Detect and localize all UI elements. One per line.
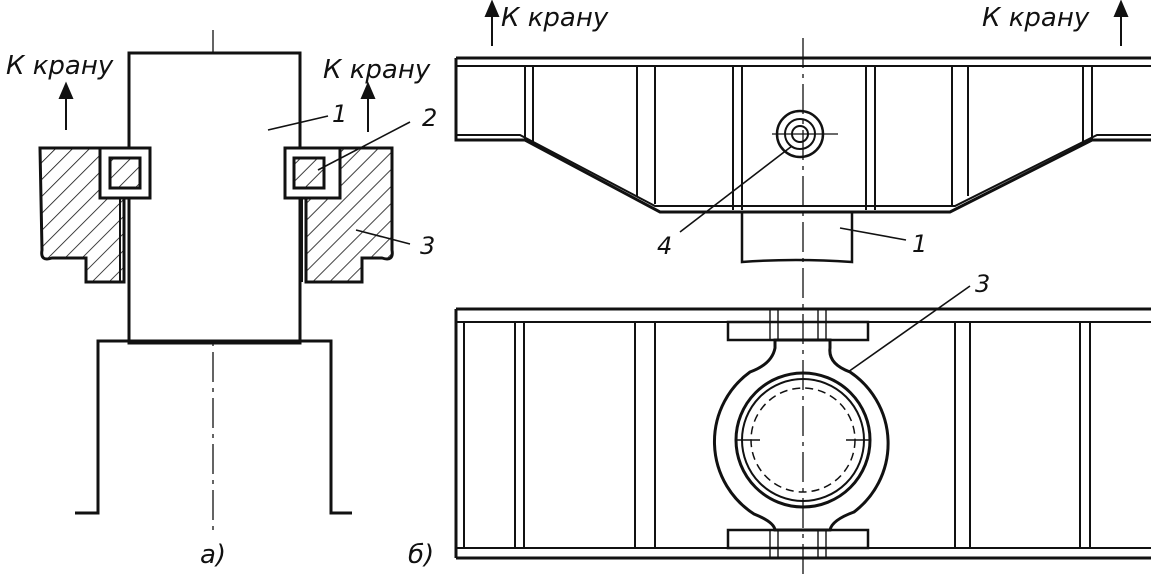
post-1 [127, 51, 302, 345]
base-block [75, 339, 352, 515]
clamp-jaw-right [304, 146, 394, 284]
view-a-caption: а) [200, 540, 226, 570]
view-a [38, 30, 411, 532]
arrow-up-icon [58, 81, 74, 130]
post-stub [740, 212, 854, 264]
callout-1-b: 1 [912, 230, 927, 258]
view-a-label-right: К крану [323, 55, 431, 85]
callout-3: 3 [420, 232, 435, 260]
gripper-right [292, 156, 326, 190]
arrow-up-icon [1113, 0, 1129, 46]
view-b-label-right: К крану [982, 3, 1090, 33]
gripper-left [108, 156, 142, 190]
view-b [454, 0, 1151, 575]
callout-3-b: 3 [975, 270, 990, 298]
callout-1: 1 [332, 100, 347, 128]
callout-4: 4 [657, 232, 672, 260]
beam-elevation [454, 56, 1151, 264]
beam-plan [454, 307, 1151, 560]
view-a-label-left: К крану [6, 51, 114, 81]
view-b-caption: б) [408, 540, 434, 570]
arrow-up-icon [484, 0, 500, 46]
ring-clamp-3 [713, 338, 890, 532]
arrow-up-icon [360, 81, 376, 132]
callout-2: 2 [422, 104, 437, 132]
view-b-label-left: К крану [501, 3, 609, 33]
